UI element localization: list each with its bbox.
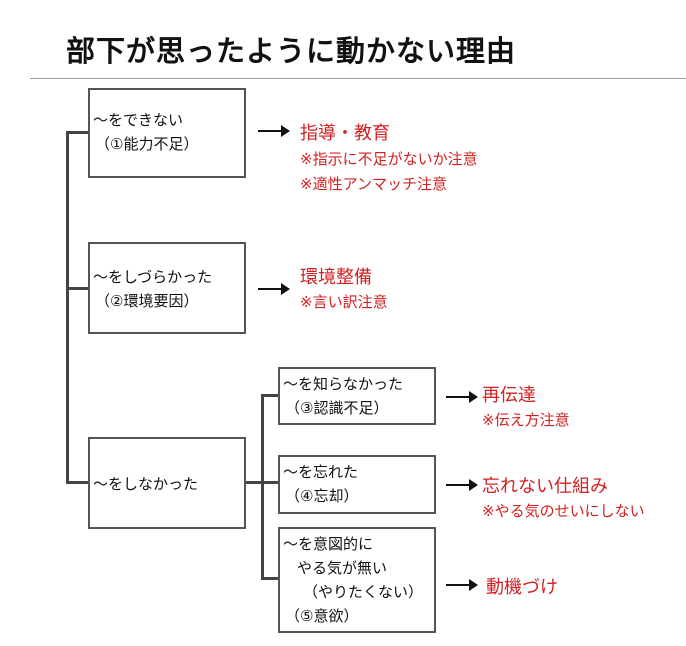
- arrow-1: [258, 125, 290, 137]
- arrow-5: [446, 579, 478, 591]
- main-trunk: [66, 131, 69, 483]
- reason-line: （②環境要因）: [95, 292, 199, 310]
- reason-line: ～を忘れた: [283, 463, 359, 481]
- action-2: 環境整備: [300, 267, 372, 288]
- title-divider: [30, 78, 686, 79]
- page-title: 部下が思ったように動かない理由: [66, 34, 517, 68]
- action-5: 動機づけ: [486, 577, 558, 598]
- note-3a: ※伝え方注意: [482, 411, 570, 429]
- reason-line: やる気が無い: [297, 559, 388, 577]
- reason-box-unmotivated: ～を意図的に やる気が無い （やりたくない） （⑤意欲）: [278, 527, 436, 633]
- reason-line: ～をしづらかった: [93, 268, 213, 286]
- reason-line: （①能力不足）: [95, 135, 199, 153]
- connector-1: [66, 131, 90, 134]
- arrow-4: [446, 479, 478, 491]
- connector-3: [66, 481, 90, 484]
- reason-line: （③認識不足）: [285, 399, 389, 417]
- arrow-3: [446, 391, 478, 403]
- reason-box-did-not: ～をしなかった: [88, 437, 246, 529]
- reason-line: ～を意図的に: [283, 535, 374, 553]
- reason-line: （⑤意欲）: [285, 607, 359, 625]
- reason-box-unaware: ～を知らなかった （③認識不足）: [278, 367, 436, 425]
- sub-connector-stem: [246, 481, 264, 484]
- sub-connector-2: [261, 481, 279, 484]
- sub-connector-3: [261, 577, 279, 580]
- reason-line: （④忘却）: [285, 487, 359, 505]
- sub-connector-1: [261, 394, 279, 397]
- connector-2: [66, 287, 90, 290]
- reason-line: ～を知らなかった: [283, 375, 404, 393]
- reason-box-cannot: ～をできない （①能力不足）: [88, 88, 246, 178]
- action-1: 指導・教育: [300, 123, 390, 144]
- reason-line: ～をしなかった: [93, 475, 199, 493]
- reason-box-forgot: ～を忘れた （④忘却）: [278, 455, 436, 514]
- reason-line: ～をできない: [93, 111, 184, 129]
- arrow-2: [258, 283, 290, 295]
- note-1a: ※指示に不足がないか注意: [300, 150, 478, 168]
- note-2a: ※言い訳注意: [300, 293, 388, 311]
- action-3: 再伝達: [482, 385, 536, 406]
- note-4a: ※やる気のせいにしない: [482, 502, 645, 520]
- sub-trunk: [261, 394, 264, 580]
- note-1b: ※適性アンマッチ注意: [300, 175, 447, 193]
- reason-box-difficult: ～をしづらかった （②環境要因）: [88, 242, 246, 334]
- action-4: 忘れない仕組み: [482, 476, 608, 497]
- reason-line: （やりたくない）: [303, 583, 424, 601]
